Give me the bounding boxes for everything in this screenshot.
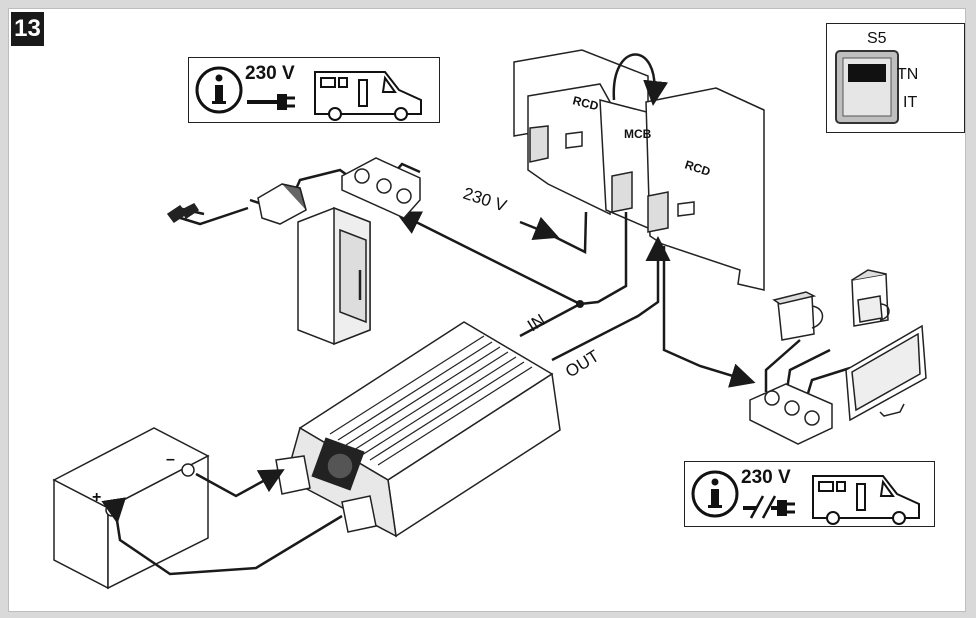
plug-connected-icon: [247, 94, 295, 110]
wiring: [173, 162, 851, 401]
switch-artwork: [835, 50, 899, 124]
info-icon: [691, 470, 739, 518]
distribution-panel: [513, 49, 765, 291]
inverter-charger: [275, 321, 561, 538]
camper-van-icon: [314, 71, 422, 121]
wire-rcd-to-loads: [662, 246, 756, 388]
camper-van-icon: [812, 475, 920, 525]
battery-terminal-connector: [275, 455, 311, 495]
info-box-artwork: [691, 470, 920, 525]
power-strip-upper: [341, 157, 421, 219]
info-voltage-label: 230 V: [741, 467, 791, 488]
step-number-badge: 13: [11, 12, 44, 46]
junction-dot: [576, 300, 584, 308]
wire-to-socket-fridge: [395, 211, 581, 306]
rcd-left-module: [527, 83, 611, 216]
info-icon: [195, 66, 243, 114]
battery-cables: [101, 469, 343, 576]
switch-name: S5: [867, 30, 887, 47]
coffee-machine: [851, 269, 890, 327]
battery-charger: [166, 183, 307, 225]
mains-input-label: 230 V: [461, 184, 510, 216]
switch-option-tn: TN: [897, 66, 919, 83]
info-box-shore-power-disconnected: 230 V: [684, 461, 935, 527]
switch-s5-box: S5 TN IT: [826, 23, 965, 133]
switch-option-it: IT: [903, 94, 918, 111]
power-strip-lower: [749, 383, 833, 445]
kettle: [772, 291, 824, 341]
rcd-left-label: RCD: [571, 93, 600, 113]
info-box-shore-power-connected: 230 V: [188, 57, 440, 123]
wire-mains-to-rcd: [544, 211, 588, 254]
mcb-loop-arrow: [612, 53, 669, 106]
info-box-artwork: [195, 66, 422, 121]
wire-mcb-down: [579, 212, 628, 306]
plug-disconnected-icon: [743, 495, 795, 519]
monitor: [845, 324, 927, 422]
battery-minus-label: –: [166, 451, 175, 468]
wire-out-to-rcd: [551, 236, 671, 362]
switch-toggle: [848, 64, 886, 82]
info-voltage-label: 230 V: [245, 63, 295, 84]
refrigerator: [297, 206, 371, 346]
wire-in-to-inverter: [519, 302, 581, 338]
battery-plus-label: +: [92, 489, 101, 506]
battery: [52, 427, 210, 590]
mcb-label: MCB: [624, 127, 652, 141]
